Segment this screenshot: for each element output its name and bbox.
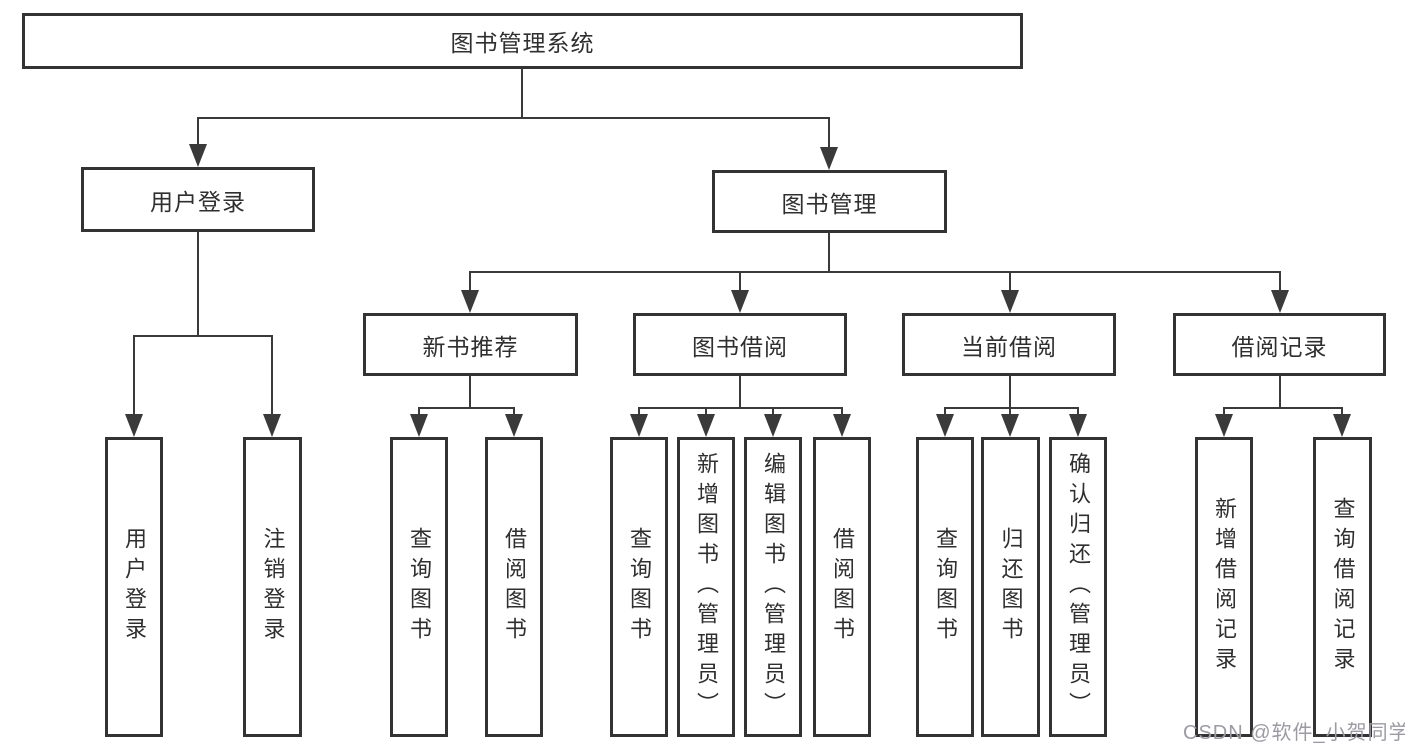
node-borrow-records-label: 借阅记录	[1231, 333, 1328, 360]
leaf-borrowing-query: 查询图书	[610, 437, 668, 737]
connector-line	[133, 335, 135, 416]
connector-line	[513, 407, 515, 417]
leaf-current-confirm-admin: 确认归还（管理员）	[1049, 437, 1107, 737]
connector-line	[841, 407, 843, 417]
arrow-down-icon	[1271, 290, 1289, 313]
connector-line	[469, 376, 471, 407]
leaf-borrowing-query-label: 查询图书	[627, 527, 652, 647]
leaf-current-query-label: 查询图书	[933, 527, 958, 647]
arrow-down-icon	[263, 414, 281, 437]
leaf-records-add-label: 新增借阅记录	[1212, 497, 1237, 677]
leaf-current-return-label: 归还图书	[998, 527, 1024, 647]
connector-line	[1009, 271, 1011, 292]
leaf-borrowing-add-admin-label: 新增图书（管理员）	[694, 452, 719, 722]
connector-line	[1009, 407, 1011, 417]
node-root: 图书管理系统	[22, 13, 1023, 69]
node-borrow-records: 借阅记录	[1173, 313, 1386, 376]
node-borrowing: 图书借阅	[633, 313, 847, 376]
connector-line	[828, 233, 830, 271]
connector-line	[739, 376, 741, 407]
node-new-books: 新书推荐	[363, 313, 578, 376]
leaf-logout-label: 注销登录	[260, 527, 286, 647]
leaf-logout: 注销登录	[243, 437, 302, 737]
leaf-user-login-label: 用户登录	[122, 527, 147, 647]
connector-rail	[469, 271, 1281, 273]
arrow-down-icon	[1215, 414, 1233, 437]
leaf-records-query-label: 查询借阅记录	[1330, 497, 1356, 677]
node-current-borrow: 当前借阅	[902, 313, 1116, 376]
leaf-borrowing-borrow: 借阅图书	[813, 437, 871, 737]
node-user-login-label: 用户登录	[150, 188, 246, 215]
connector-rail	[133, 335, 273, 337]
arrow-down-icon	[1001, 414, 1019, 437]
leaf-records-query: 查询借阅记录	[1313, 437, 1372, 737]
connector-line	[772, 407, 774, 417]
arrow-down-icon	[1333, 414, 1351, 437]
connector-line	[1279, 271, 1281, 292]
connector-line	[197, 117, 199, 146]
arrow-down-icon	[936, 414, 954, 437]
leaf-current-confirm-admin-label: 确认归还（管理员）	[1066, 452, 1091, 722]
leaf-user-login: 用户登录	[105, 437, 163, 737]
connector-rail	[1223, 407, 1343, 409]
node-current-borrow-label: 当前借阅	[961, 333, 1057, 360]
arrow-down-icon	[630, 414, 648, 437]
connector-line	[1279, 376, 1281, 407]
leaf-borrowing-edit-admin-label: 编辑图书（管理员）	[761, 452, 786, 722]
arrow-down-icon	[461, 290, 479, 313]
leaf-borrowing-edit-admin: 编辑图书（管理员）	[744, 437, 802, 737]
arrow-down-icon	[833, 414, 851, 437]
leaf-newbooks-borrow-label: 借阅图书	[502, 527, 527, 647]
leaf-borrowing-borrow-label: 借阅图书	[830, 527, 855, 647]
arrow-down-icon	[731, 290, 749, 313]
node-book-mgmt: 图书管理	[712, 170, 947, 233]
connector-line	[705, 407, 707, 417]
connector-line	[944, 407, 946, 417]
node-borrowing-label: 图书借阅	[692, 333, 788, 360]
node-user-login: 用户登录	[81, 167, 315, 232]
connector-line	[1341, 407, 1343, 417]
connector-rail	[418, 407, 515, 409]
connector-rail	[198, 117, 830, 119]
connector-line	[638, 407, 640, 417]
leaf-newbooks-query-label: 查询图书	[407, 527, 432, 647]
connector-line	[1009, 376, 1011, 407]
leaf-records-add: 新增借阅记录	[1195, 437, 1253, 737]
arrow-down-icon	[410, 414, 428, 437]
arrow-down-icon	[1001, 290, 1019, 313]
connector-line	[828, 117, 830, 149]
arrow-down-icon	[1069, 414, 1087, 437]
arrow-down-icon	[189, 144, 207, 167]
connector-line	[1223, 407, 1225, 417]
arrow-down-icon	[820, 147, 838, 170]
node-new-books-label: 新书推荐	[422, 333, 519, 360]
connector-line	[739, 271, 741, 292]
leaf-newbooks-query: 查询图书	[390, 437, 448, 737]
arrow-down-icon	[764, 414, 782, 437]
connector-line	[271, 335, 273, 416]
arrow-down-icon	[125, 414, 143, 437]
connector-rail	[944, 407, 1079, 409]
connector-line	[469, 271, 471, 292]
watermark-text: CSDN @软件_小贺同学	[1183, 722, 1405, 744]
connector-rail	[638, 407, 843, 409]
node-book-mgmt-label: 图书管理	[781, 190, 878, 217]
arrow-down-icon	[697, 414, 715, 437]
leaf-current-return: 归还图书	[981, 437, 1040, 737]
connector-line	[197, 232, 199, 335]
connector-line	[418, 407, 420, 417]
node-root-label: 图书管理系统	[450, 30, 595, 56]
leaf-borrowing-add-admin: 新增图书（管理员）	[677, 437, 735, 737]
connector-line	[521, 69, 523, 117]
arrow-down-icon	[505, 414, 523, 437]
leaf-newbooks-borrow: 借阅图书	[485, 437, 543, 737]
leaf-current-query: 查询图书	[916, 437, 974, 737]
connector-line	[1077, 407, 1079, 417]
